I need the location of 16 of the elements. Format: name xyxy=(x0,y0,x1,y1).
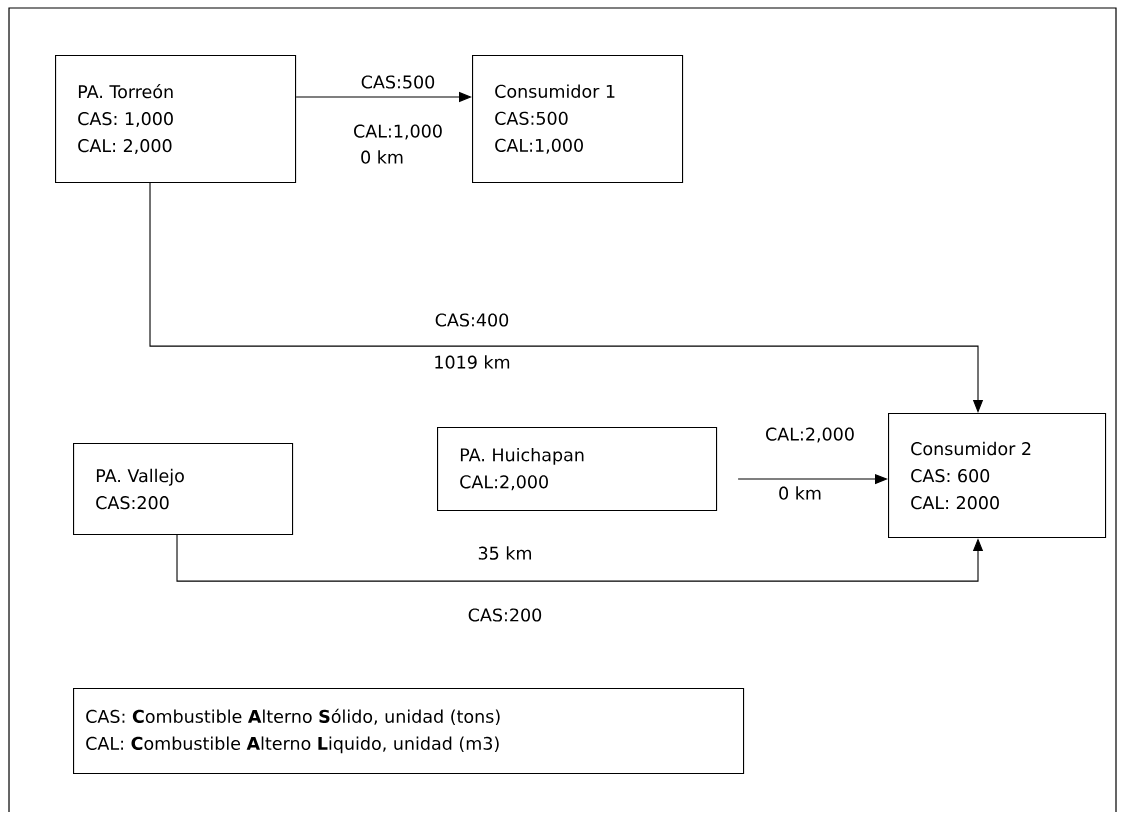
note-text: CAL:1,000 xyxy=(352,123,444,141)
edge-label: CAS:200 xyxy=(466,607,544,623)
edge-label: CAS:400 xyxy=(433,312,511,328)
arrow xyxy=(149,182,984,413)
edge-label: CAS:500 xyxy=(359,74,437,90)
process-box: Consumidor 2 CAS: 600 CAL: 2000 xyxy=(888,413,1107,539)
process-box: Consumidor 1 CAS:500 CAL:1,000 xyxy=(472,55,684,184)
note-text: 1019 km xyxy=(432,354,512,370)
note-text: 35 km xyxy=(476,545,534,561)
note-text: 0 km xyxy=(777,485,823,501)
process-box: PA. Torreón CAS: 1,000 CAL: 2,000 xyxy=(55,55,297,184)
process-box: PA. Huichapan CAL:2,000 xyxy=(437,427,718,512)
legend-box: CAS: Combustible Alterno Sólido, unidad (tons) CAL: Combustible Alterno Liquido, unidad (m3) xyxy=(73,688,745,775)
process-box: PA. Vallejo CAS:200 xyxy=(73,443,294,536)
note-text: 0 km xyxy=(359,149,405,165)
edge-label: CAL:2,000 xyxy=(764,426,856,444)
